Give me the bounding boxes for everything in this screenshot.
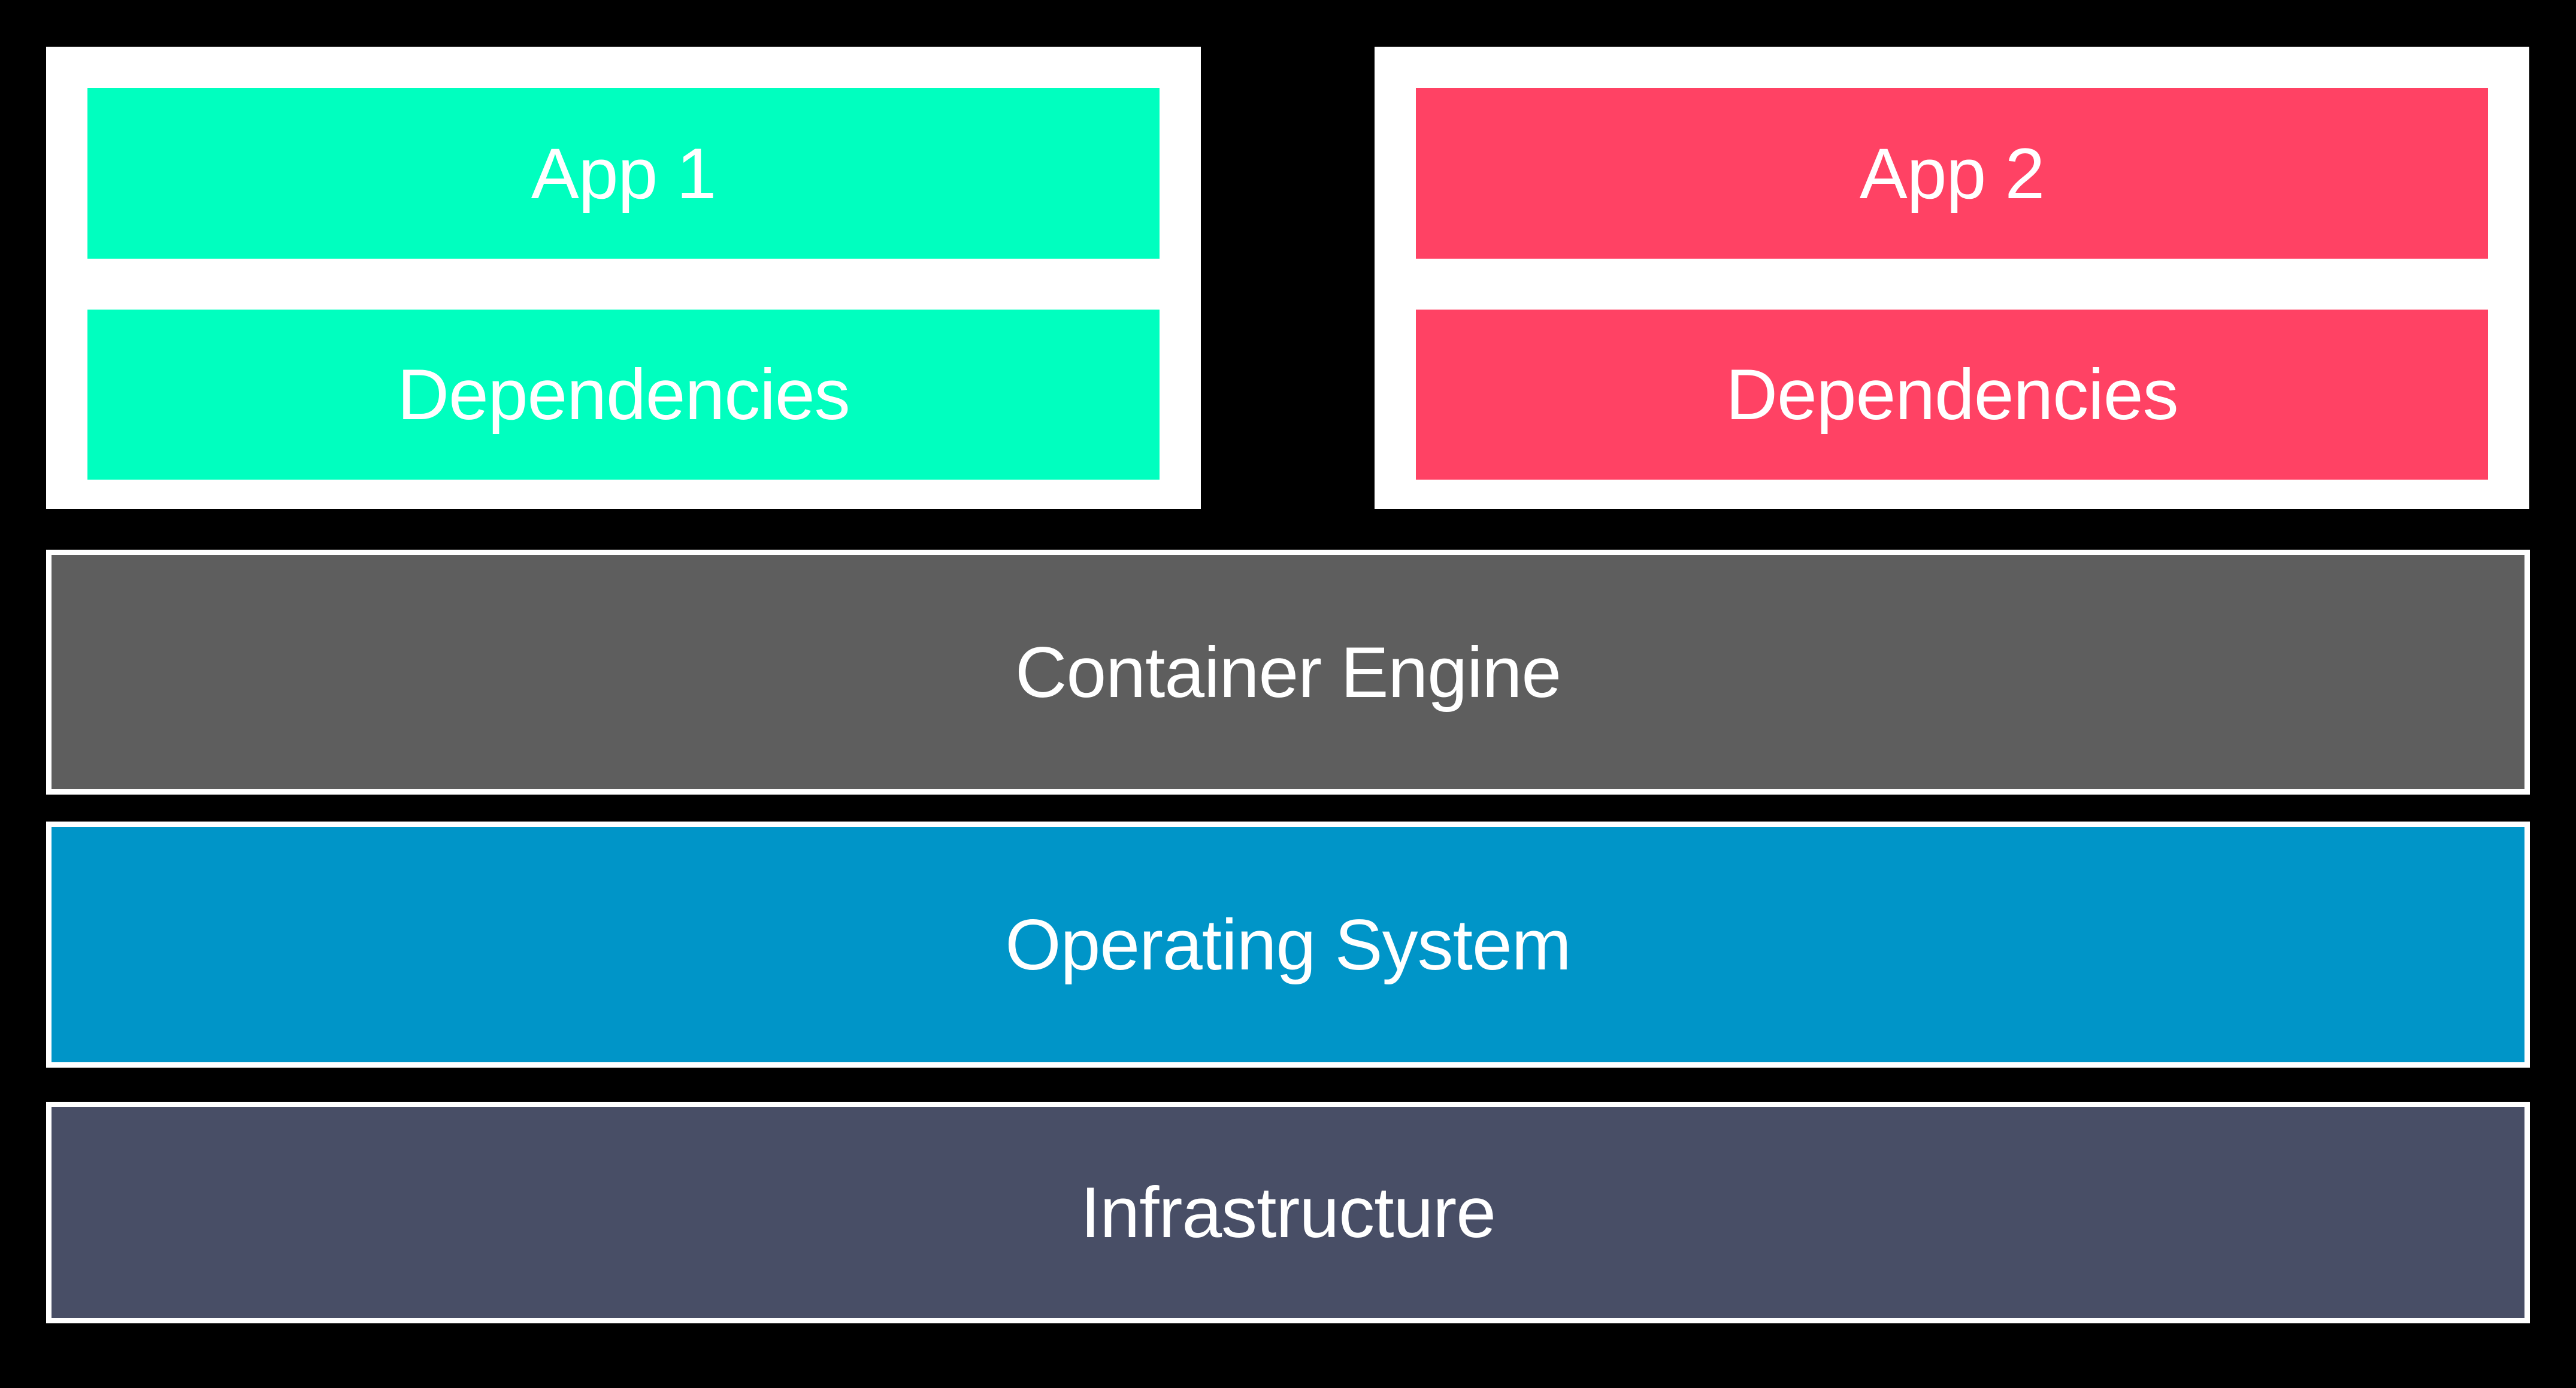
- layer-infrastructure: Infrastructure: [46, 1102, 2530, 1323]
- app-block-1: App 1: [87, 88, 1160, 259]
- app-label-2: App 2: [1859, 133, 2045, 214]
- dependencies-label-1: Dependencies: [397, 354, 850, 435]
- app-card-2: App 2 Dependencies: [1375, 47, 2529, 509]
- layer-label-container-engine: Container Engine: [1015, 632, 1561, 713]
- app-block-2: App 2: [1416, 88, 2488, 259]
- app-label-1: App 1: [531, 133, 717, 214]
- layer-label-infrastructure: Infrastructure: [1080, 1172, 1496, 1253]
- dependencies-label-2: Dependencies: [1726, 354, 2178, 435]
- app-card-1: App 1 Dependencies: [46, 47, 1201, 509]
- layer-operating-system: Operating System: [46, 822, 2530, 1068]
- layer-label-operating-system: Operating System: [1005, 904, 1571, 985]
- dependencies-block-2: Dependencies: [1416, 310, 2488, 480]
- layer-container-engine: Container Engine: [46, 550, 2530, 795]
- dependencies-block-1: Dependencies: [87, 310, 1160, 480]
